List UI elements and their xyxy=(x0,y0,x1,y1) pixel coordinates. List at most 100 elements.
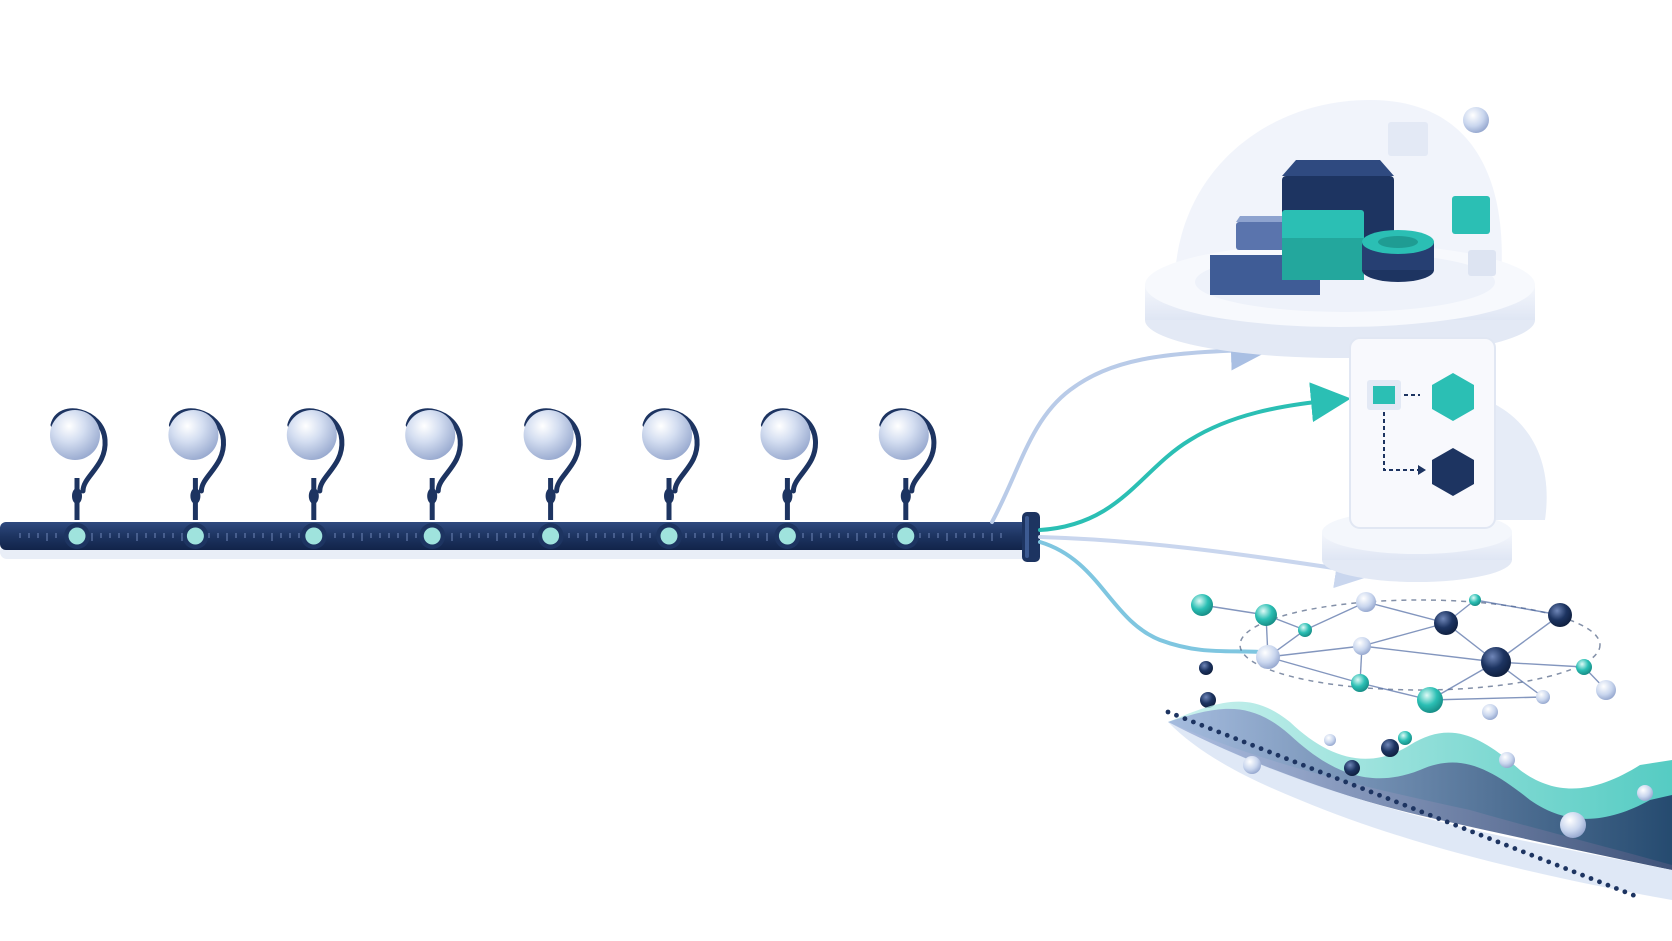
trend-dot xyxy=(1250,742,1255,748)
trend-dot xyxy=(1554,862,1560,868)
network-edge xyxy=(1267,656,1361,684)
trend-dot xyxy=(1292,759,1298,765)
network-edge xyxy=(1267,645,1363,658)
network-node xyxy=(1576,659,1592,675)
timeline-end-cap-highlight xyxy=(1025,516,1029,558)
hook-link xyxy=(308,488,319,504)
question-hook-icon xyxy=(642,408,700,549)
bar-node xyxy=(660,527,678,545)
bar-node xyxy=(542,527,560,545)
trend-dot xyxy=(1385,796,1391,801)
trend-dot xyxy=(1478,832,1484,838)
marker-sphere xyxy=(642,410,692,460)
marker-sphere xyxy=(523,410,574,460)
hook-curve xyxy=(405,408,463,494)
flow-arrowhead xyxy=(1418,465,1426,475)
trend-dot xyxy=(1309,766,1315,772)
marker-sphere xyxy=(405,410,456,460)
network-node xyxy=(1469,594,1481,606)
trend-dot xyxy=(1165,709,1171,715)
hook-link xyxy=(900,488,911,504)
network-node xyxy=(1353,637,1371,655)
timeline-end-cap xyxy=(1022,512,1040,562)
marker-sphere xyxy=(286,410,337,460)
trend-dot xyxy=(1317,769,1323,775)
trend-dot xyxy=(1360,786,1365,791)
wave-sphere xyxy=(1560,812,1586,838)
marker-sphere xyxy=(50,410,100,460)
network-node xyxy=(1434,611,1458,635)
network-node xyxy=(1596,680,1616,700)
hook-curve xyxy=(287,408,345,494)
block-left-mid xyxy=(1236,222,1296,250)
trend-dot xyxy=(1343,779,1349,785)
trend-dot xyxy=(1444,819,1450,825)
wave-band-navy xyxy=(1168,708,1672,870)
trend-dot xyxy=(1495,839,1501,845)
trend-dot xyxy=(1216,729,1222,735)
network-orbit xyxy=(1239,599,1601,691)
trend-dot xyxy=(1233,736,1239,742)
trend-dot xyxy=(1258,746,1264,752)
trend-dot xyxy=(1597,879,1602,885)
question-hook-icon xyxy=(523,408,582,549)
branch-arrow-to-network xyxy=(1038,540,1262,654)
wave-sphere xyxy=(1381,739,1399,757)
question-hook-icon xyxy=(760,408,818,549)
hook-curve xyxy=(642,408,700,494)
cylinder-top-inner xyxy=(1378,236,1418,248)
branch-arrow-to-card-base xyxy=(1038,535,1376,589)
trend-dot xyxy=(1436,816,1442,821)
wave-sphere xyxy=(1344,760,1360,776)
network-node xyxy=(1256,645,1280,669)
trend-dot xyxy=(1427,812,1433,818)
branch-arrow-to-flow-card xyxy=(1038,382,1351,532)
hook-curve xyxy=(168,408,226,494)
hook-link xyxy=(427,488,438,504)
trend-dot xyxy=(1334,776,1340,781)
network-graph-icon xyxy=(1191,592,1616,720)
bar-node xyxy=(897,527,915,545)
network-edge xyxy=(1361,645,1497,663)
network-node xyxy=(1351,674,1369,692)
wave-sphere xyxy=(1324,734,1336,746)
wave-sphere xyxy=(1637,785,1653,801)
floating-cube-small xyxy=(1468,250,1496,276)
marker-sphere xyxy=(878,410,929,460)
wave-dotted-trendline xyxy=(1165,709,1636,898)
trend-dot xyxy=(1622,889,1628,895)
trend-dot xyxy=(1351,782,1357,788)
trend-dot xyxy=(1461,826,1467,831)
flow-hexagon-teal xyxy=(1432,373,1474,421)
network-node xyxy=(1191,594,1213,616)
question-hook-icon xyxy=(50,408,108,549)
flow-card-platform xyxy=(1322,337,1547,582)
trend-dot xyxy=(1470,829,1475,835)
flow-hexagon-navy xyxy=(1432,448,1474,496)
bar-node xyxy=(305,527,323,545)
trend-dot xyxy=(1613,886,1619,891)
question-hook-icon xyxy=(286,408,345,549)
trend-dot xyxy=(1487,836,1492,841)
trend-dot xyxy=(1174,712,1179,718)
flow-node-square-inner xyxy=(1373,386,1395,404)
trend-dot xyxy=(1580,872,1585,878)
trend-dot xyxy=(1284,756,1289,762)
bar-node xyxy=(68,527,86,545)
wave-sphere xyxy=(1398,731,1412,745)
network-node xyxy=(1482,704,1498,720)
trend-dot xyxy=(1267,749,1272,755)
trend-dot xyxy=(1199,722,1205,728)
trend-dot xyxy=(1224,732,1230,738)
hook-link xyxy=(782,488,793,504)
trend-dot xyxy=(1605,882,1611,888)
network-node xyxy=(1481,647,1511,677)
wave-floating-spheres xyxy=(1199,661,1653,838)
block-tall-navy-top xyxy=(1282,160,1394,176)
trend-dot xyxy=(1275,752,1281,758)
trend-dot xyxy=(1453,822,1459,828)
network-nodes xyxy=(1191,592,1616,720)
trend-dot xyxy=(1630,892,1636,898)
question-hook-icon xyxy=(878,408,937,549)
